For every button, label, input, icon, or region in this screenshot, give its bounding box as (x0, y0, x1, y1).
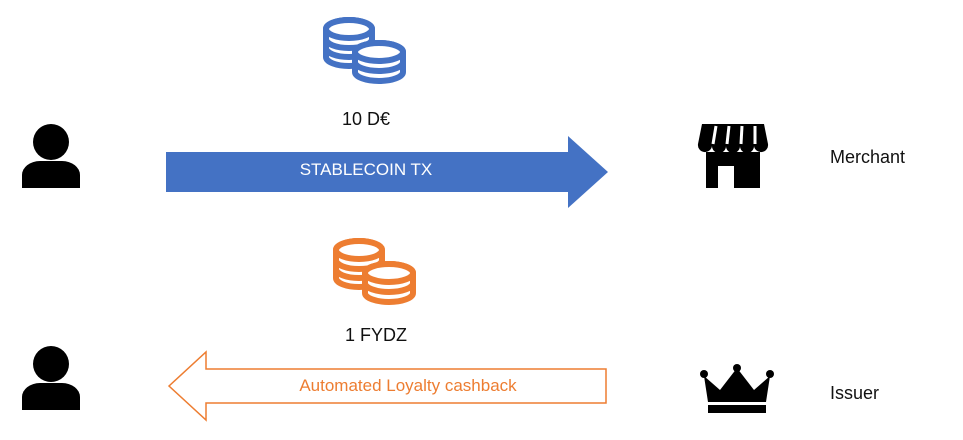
store-icon (697, 124, 769, 188)
crown-icon (700, 364, 774, 413)
loyalty-cashback-label: Automated Loyalty cashback (299, 376, 517, 395)
user-icon-top (22, 124, 80, 188)
bottom-amount-label: 1 FYDZ (344, 325, 407, 345)
loyalty-cashback-arrow (167, 350, 607, 422)
stablecoin-tx-label: STABLECOIN TX (299, 160, 433, 179)
merchant-label: Merchant (830, 147, 906, 167)
coin-stack-icon-blue (323, 17, 406, 84)
stablecoin-tx-arrow (166, 136, 608, 208)
issuer-label: Issuer (830, 383, 880, 403)
user-icon-bottom (22, 346, 80, 410)
top-amount-label: 10 D€ (341, 109, 391, 129)
coin-stack-icon-orange (333, 238, 416, 305)
